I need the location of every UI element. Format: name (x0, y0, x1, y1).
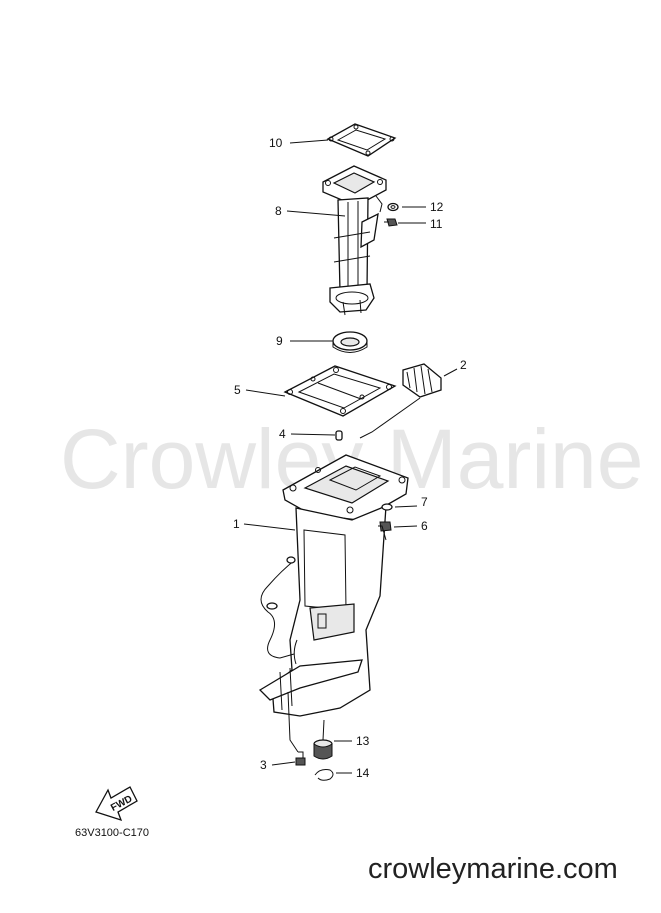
callout-8: 8 (275, 204, 282, 218)
site-footer: crowleymarine.com (368, 853, 618, 885)
callout-6: 6 (421, 519, 428, 533)
part-10-gasket[interactable] (326, 123, 397, 157)
callout-12: 12 (430, 200, 444, 214)
part-2-rubber-cover[interactable] (402, 363, 442, 398)
part-12-washer[interactable] (387, 202, 399, 212)
callout-3: 3 (260, 758, 267, 772)
callout-labels: 10 8 12 11 9 2 5 4 7 6 1 13 3 14 (233, 136, 467, 780)
callout-10: 10 (269, 136, 283, 150)
part-4-dowel-pin[interactable] (335, 430, 343, 441)
callout-14: 14 (356, 766, 370, 780)
callout-5: 5 (234, 383, 241, 397)
callout-7: 7 (421, 495, 428, 509)
part-1-upper-casing[interactable] (258, 454, 409, 753)
diagram-code: 63V3100-C170 (75, 827, 149, 839)
fwd-arrow-icon: FWD (95, 786, 138, 822)
part-14-circlip[interactable] (314, 769, 334, 781)
callout-4: 4 (279, 427, 286, 441)
part-5-gasket[interactable] (283, 365, 397, 417)
callout-13: 13 (356, 734, 370, 748)
callout-1: 1 (233, 517, 240, 531)
part-6-bolt[interactable] (378, 521, 392, 541)
part-11-bolt[interactable] (384, 218, 398, 227)
part-13-grommet[interactable] (313, 739, 333, 760)
leader-lines (243, 139, 458, 774)
part-9-seal[interactable] (332, 331, 368, 353)
callout-9: 9 (276, 334, 283, 348)
callout-11: 11 (430, 217, 443, 231)
callout-2: 2 (460, 358, 467, 372)
ground-lead-wire[interactable] (260, 556, 296, 659)
part-7-washer[interactable] (381, 503, 393, 511)
part-3-bolt[interactable] (295, 751, 306, 766)
part-8-exhaust-guide[interactable] (322, 165, 387, 316)
